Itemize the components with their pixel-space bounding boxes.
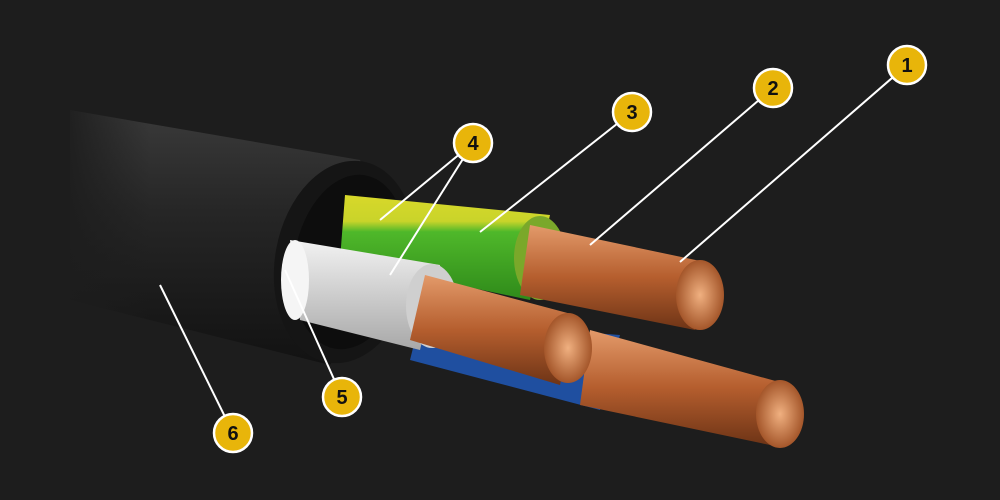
callout-label: 2: [767, 78, 778, 100]
callout-4: 4: [452, 122, 494, 164]
callout-label: 4: [467, 133, 479, 155]
leader-line-1: [679, 64, 908, 263]
leader-line-4b: [389, 142, 474, 276]
leader-line-6: [159, 284, 234, 434]
callout-label: 6: [227, 423, 238, 445]
callout-label: 5: [336, 387, 347, 409]
leader-line-5: [284, 269, 343, 398]
conductor-white: [281, 240, 592, 385]
leader-line-3: [479, 111, 633, 233]
leader-line-2: [589, 87, 774, 246]
conductor-green-yellow: [340, 195, 724, 330]
callout-6: 6: [212, 412, 254, 454]
callout-label: 1: [901, 55, 912, 77]
callout-2: 2: [752, 67, 794, 109]
callout-5: 5: [321, 376, 363, 418]
callout-3: 3: [611, 91, 653, 133]
callout-1: 1: [886, 44, 928, 86]
callout-label: 3: [626, 102, 637, 124]
